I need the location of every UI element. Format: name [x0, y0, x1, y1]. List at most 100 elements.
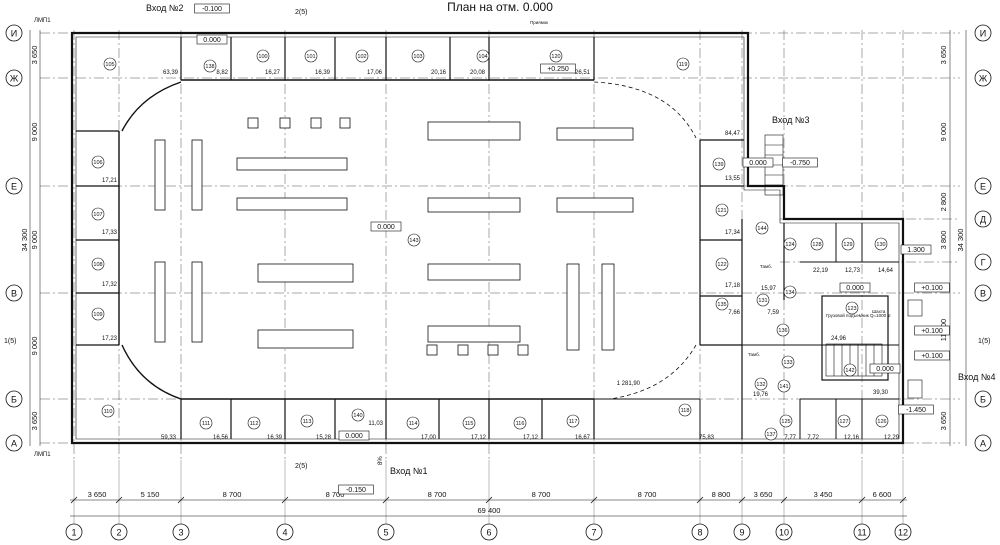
dimension-bottom: 3 650 [754, 490, 773, 499]
elevation-mark: 0.000 [846, 285, 864, 292]
section-mark-left: 1(5) [4, 338, 16, 345]
room-number: 110 [104, 409, 113, 415]
dimension-tick [382, 496, 390, 504]
room-number: 112 [250, 421, 259, 427]
room-number-circle [407, 233, 421, 247]
axis-bubble-left [5, 69, 23, 87]
dimension-total-left: 34 300 [20, 229, 29, 252]
room-number-circle [549, 49, 563, 63]
dimension-tick [177, 496, 185, 504]
axis-label-right: Е [980, 182, 986, 192]
room-number: 114 [409, 421, 418, 427]
room-number: 137 [766, 432, 775, 438]
room-area: 17,33 [102, 230, 118, 236]
room-area: 8,82 [216, 70, 228, 76]
axis-label-left: И [11, 29, 17, 39]
room-area: 16,56 [213, 435, 229, 441]
axis-label-left: А [11, 439, 17, 449]
room-area: 13,55 [725, 176, 741, 182]
room-number: 131 [758, 298, 767, 304]
axis-label-bottom: 2 [116, 528, 121, 538]
axis-label-right: Ж [979, 74, 988, 84]
lift-note: Грузовой подъемник Q=1000 кг [826, 312, 891, 318]
elevation-mark: +0.100 [921, 353, 943, 360]
room-number-circle [513, 416, 527, 430]
room-number: 135 [717, 302, 726, 308]
dimension-bottom: 5 150 [141, 490, 160, 499]
elevation-box [869, 363, 901, 374]
room-area: 17,21 [102, 178, 118, 184]
axis-bubble-right [974, 24, 992, 42]
elevation-box [914, 282, 950, 293]
elevation-box [540, 63, 576, 74]
pit-note: Приямок [530, 20, 548, 25]
dimension-bottom: 3 450 [814, 490, 833, 499]
dimension-tick [780, 496, 788, 504]
room-number-circle [203, 59, 217, 73]
room-area: 84,47 [725, 131, 741, 137]
room-area: 17,23 [102, 336, 118, 342]
axis-label-left: Е [11, 182, 17, 192]
room-area: 17,18 [725, 283, 741, 289]
axis-label-left: Б [11, 395, 17, 405]
lmp-label-top: ЛМП1 [34, 18, 51, 24]
room-area: 59,33 [161, 435, 177, 441]
room-number-circle [810, 237, 824, 251]
elevation-box [194, 3, 230, 14]
room-area: 14,64 [878, 268, 894, 274]
axis-label-left: Ж [10, 74, 19, 84]
room-number-circle [256, 49, 270, 63]
vestibule-note-2: Тамб. [748, 352, 760, 357]
room-number: 128 [812, 242, 821, 248]
dimension-tick [485, 496, 493, 504]
axis-bubble-right [974, 253, 992, 271]
elevation-mark: -0.150 [346, 487, 366, 494]
room-number-circle [845, 301, 859, 315]
room-number-circle [764, 427, 778, 441]
room-number: 141 [779, 384, 788, 390]
elevation-mark: 0.000 [749, 160, 767, 167]
room-area: 24,96 [831, 336, 847, 342]
elevation-box [914, 350, 950, 361]
room-area: 7,66 [728, 310, 740, 316]
vestibule-note-1: Тамб. [760, 264, 772, 269]
axis-label-right: А [980, 439, 986, 449]
axis-label-bottom: 12 [898, 528, 908, 538]
entrance-4-label: Вход №4 [958, 372, 996, 382]
elevation-box [370, 221, 402, 232]
room-area: 17,12 [471, 435, 487, 441]
elevation-box [338, 430, 370, 441]
axis-bubble-left [5, 177, 23, 195]
room-area: 17,06 [367, 70, 383, 76]
axis-label-bottom: 5 [383, 528, 388, 538]
dimension-bottom: 8 700 [428, 490, 447, 499]
room-number-circle [103, 57, 117, 71]
room-number: 123 [847, 306, 856, 312]
room-number-circle [837, 414, 851, 428]
room-number: 122 [717, 262, 726, 268]
room-area: 15,97 [761, 286, 777, 292]
room-number: 117 [569, 419, 578, 425]
room-number-circle [676, 57, 690, 71]
building-walls [70, 31, 905, 445]
room-number: 120 [551, 54, 560, 60]
entrance-3-label: Вход №3 [772, 115, 810, 125]
room-area: 11,03 [368, 421, 383, 427]
room-area: 17,12 [523, 435, 539, 441]
axis-bubble-right [974, 390, 992, 408]
dimension-total-bottom: 69 400 [478, 506, 501, 515]
axis-bubble-right [974, 284, 992, 302]
room-number: 118 [681, 408, 690, 414]
room-number-circle [755, 221, 769, 235]
room-area: 7,72 [807, 435, 819, 441]
elevation-box [839, 282, 871, 293]
dimension-tick [899, 496, 907, 504]
room-number: 115 [465, 421, 474, 427]
room-number: 109 [93, 312, 102, 318]
room-number-circle [783, 285, 797, 299]
room-area: 17,34 [725, 230, 741, 236]
dimension-bottom: 8 800 [712, 490, 731, 499]
room-number-circle [781, 355, 795, 369]
axis-bubble-left [5, 284, 23, 302]
page-title: План на отм. 0.000 [447, 0, 553, 14]
